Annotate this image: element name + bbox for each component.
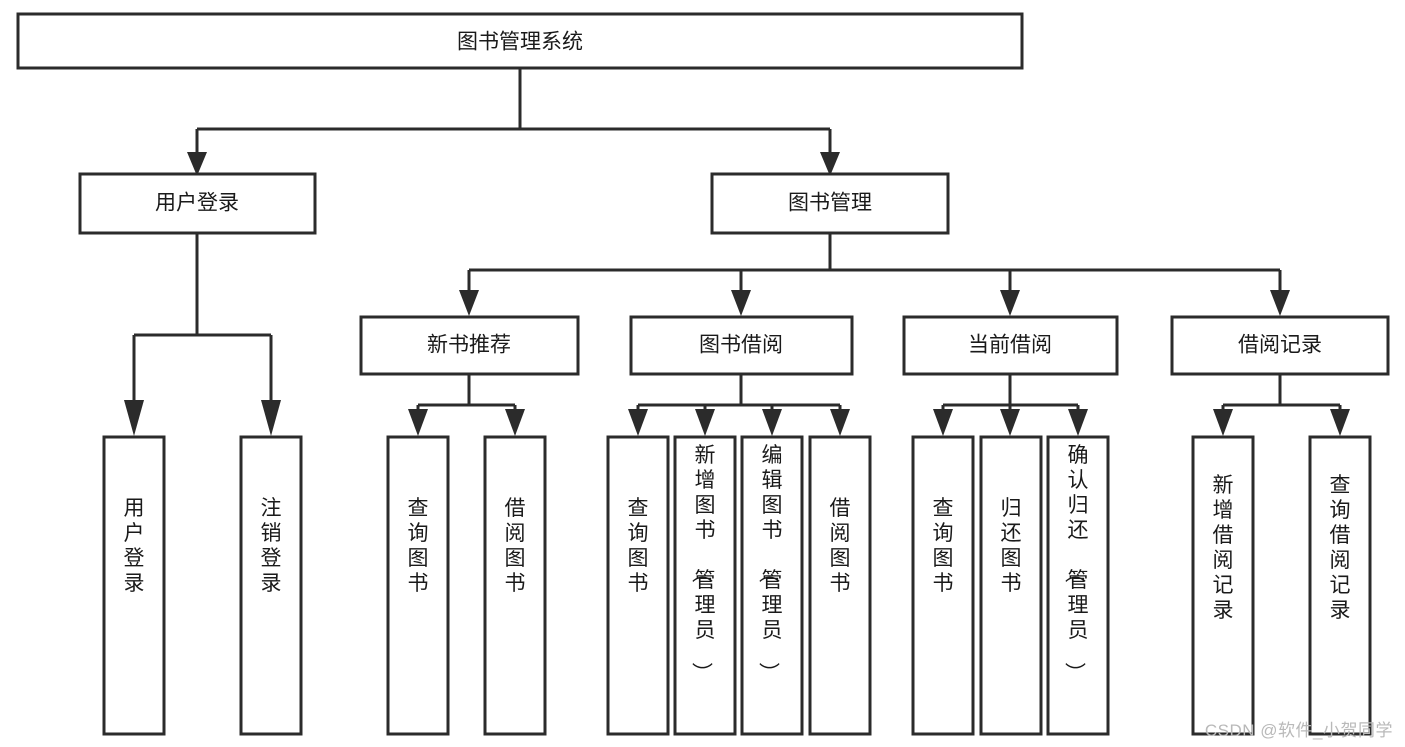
arrow-head-borrow-record [1270, 290, 1290, 316]
arrow-head-current-borrow [1000, 290, 1020, 316]
node-current-borrow-box[interactable] [902, 315, 1119, 376]
node-leaf-user-logout-box[interactable] [239, 435, 303, 736]
node-leaf-edit-book[interactable]: 编辑图书（管理员） [740, 435, 804, 736]
arrow-head-leaf-borrow-book-2 [830, 409, 850, 436]
node-leaf-query-book-3[interactable]: 查询图书 [911, 435, 975, 736]
node-user-login-label: 用户登录 [155, 192, 239, 215]
csdn-watermark: CSDN @软件_小贺同学 [1204, 721, 1393, 740]
node-leaf-query-book-1-label: 查询图书 [408, 497, 429, 595]
node-leaf-add-record[interactable]: 新增借阅记录 [1191, 435, 1255, 736]
arrow-head-leaf-query-record [1330, 409, 1350, 436]
node-leaf-borrow-book-1[interactable]: 借阅图书 [483, 435, 547, 736]
node-leaf-confirm-return-label: 确认归还（管理员） [1063, 444, 1089, 683]
node-leaf-borrow-book-1-box[interactable] [483, 435, 547, 736]
node-borrow-record-label: 借阅记录 [1238, 334, 1322, 357]
node-book-manage[interactable]: 图书管理 [710, 172, 950, 235]
node-leaf-add-book[interactable]: 新增图书（管理员） [673, 435, 737, 736]
node-leaf-borrow-book-2[interactable]: 借阅图书 [808, 435, 872, 736]
node-leaf-query-book-2-box[interactable] [606, 435, 670, 736]
node-leaf-borrow-book-2-label: 借阅图书 [830, 497, 851, 595]
node-new-book-recommend[interactable]: 新书推荐 [359, 315, 580, 376]
node-leaf-query-book-1[interactable]: 查询图书 [386, 435, 450, 736]
node-user-login[interactable]: 用户登录 [78, 172, 317, 235]
node-root-box[interactable] [16, 12, 1024, 70]
node-leaf-user-login-label: 用户登录 [124, 497, 145, 595]
node-leaf-return-book-label: 归还图书 [1001, 497, 1022, 595]
node-leaf-user-login-box[interactable] [102, 435, 166, 736]
node-current-borrow-label: 当前借阅 [968, 334, 1052, 357]
node-new-book-recommend-box[interactable] [359, 315, 580, 376]
node-book-manage-label: 图书管理 [788, 192, 872, 215]
node-borrow-record[interactable]: 借阅记录 [1170, 315, 1390, 376]
arrow-head-leaf-borrow-book-1 [505, 409, 525, 436]
node-leaf-query-book-3-box[interactable] [911, 435, 975, 736]
node-leaf-query-book-2[interactable]: 查询图书 [606, 435, 670, 736]
node-leaf-borrow-book-2-box[interactable] [808, 435, 872, 736]
node-leaf-query-book-1-box[interactable] [386, 435, 450, 736]
node-leaf-query-book-2-label: 查询图书 [628, 497, 649, 595]
node-leaf-edit-book-box[interactable] [740, 435, 804, 736]
node-user-login-box[interactable] [78, 172, 317, 235]
node-leaf-query-record-label: 查询借阅记录 [1330, 474, 1351, 622]
arrow-head-book-borrow [731, 290, 751, 316]
node-leaf-user-logout[interactable]: 注销登录 [239, 435, 303, 736]
node-book-borrow[interactable]: 图书借阅 [629, 315, 854, 376]
arrow-head-leaf-edit-book [762, 409, 782, 436]
node-root[interactable]: 图书管理系统 [16, 12, 1024, 70]
arrow-head-leaf-query-book-3 [933, 409, 953, 436]
node-leaf-confirm-return-box[interactable] [1046, 435, 1110, 736]
arrow-head-leaf-query-book-1 [408, 409, 428, 436]
arrow-head-leaf-confirm-return [1068, 409, 1088, 436]
node-leaf-add-record-box[interactable] [1191, 435, 1255, 736]
node-root-label: 图书管理系统 [457, 31, 583, 54]
node-leaf-user-login[interactable]: 用户登录 [102, 435, 166, 736]
arrow-head-new-book-recommend [459, 290, 479, 316]
node-leaf-return-book[interactable]: 归还图书 [979, 435, 1043, 736]
arrow-head-leaf-user-login [124, 400, 144, 436]
node-leaf-query-book-3-label: 查询图书 [933, 497, 954, 595]
arrow-head-leaf-return-book [1000, 409, 1020, 436]
node-leaf-query-record-box[interactable] [1308, 435, 1372, 736]
node-leaf-borrow-book-1-label: 借阅图书 [505, 497, 526, 595]
node-leaf-edit-book-label: 编辑图书（管理员） [757, 444, 783, 683]
node-book-manage-box[interactable] [710, 172, 950, 235]
arrow-head-leaf-add-record [1213, 409, 1233, 436]
node-leaf-add-book-box[interactable] [673, 435, 737, 736]
arrow-head-book-manage [820, 152, 840, 176]
node-new-book-recommend-label: 新书推荐 [427, 334, 511, 357]
connector-layer [124, 68, 1350, 436]
node-leaf-add-record-label: 新增借阅记录 [1213, 474, 1234, 622]
arrow-head-user-login [187, 152, 207, 176]
node-leaf-add-book-label: 新增图书（管理员） [690, 444, 716, 683]
node-leaf-user-logout-label: 注销登录 [261, 497, 282, 595]
node-leaf-return-book-box[interactable] [979, 435, 1043, 736]
node-current-borrow[interactable]: 当前借阅 [902, 315, 1119, 376]
arrow-head-leaf-query-book-2 [628, 409, 648, 436]
node-leaf-confirm-return[interactable]: 确认归还（管理员） [1046, 435, 1110, 736]
node-leaf-query-record[interactable]: 查询借阅记录 [1308, 435, 1372, 736]
node-book-borrow-label: 图书借阅 [699, 334, 783, 357]
node-book-borrow-box[interactable] [629, 315, 854, 376]
arrow-head-leaf-user-logout [261, 400, 281, 436]
node-borrow-record-box[interactable] [1170, 315, 1390, 376]
arrow-head-leaf-add-book [695, 409, 715, 436]
